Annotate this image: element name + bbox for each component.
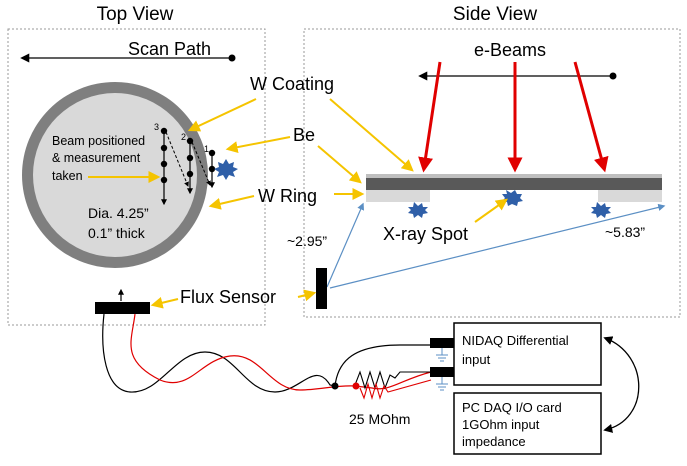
w-coating-label: W Coating xyxy=(250,74,334,94)
scan-column-1 xyxy=(208,149,216,189)
beam-note-line2: & measurement xyxy=(52,151,141,165)
flux-sensor-arrow-top xyxy=(150,296,179,309)
flux-sensor-top xyxy=(95,302,150,314)
scan-number-3: 3 xyxy=(154,122,159,132)
xray-spot-side-center-icon xyxy=(502,190,523,206)
top-view-title: Top View xyxy=(97,4,174,25)
flux-sensor-side xyxy=(316,268,327,309)
xray-spot-top-icon xyxy=(214,159,238,180)
box-link-arrow xyxy=(603,336,640,433)
scan-column-2 xyxy=(186,137,194,195)
junction-black xyxy=(331,382,339,390)
nidaq-line2: input xyxy=(462,352,491,367)
beam-note-line3: taken xyxy=(52,169,83,183)
ebeam-left xyxy=(418,61,442,173)
xray-spot-side-right-icon xyxy=(591,202,611,218)
top-view-frame xyxy=(7,28,266,326)
dia-line2: 0.1” thick xyxy=(88,225,146,241)
dist-right-label: ~5.83” xyxy=(605,224,645,240)
w-coating-layer xyxy=(366,174,662,178)
nidaq-line1: NIDAQ Differential xyxy=(462,333,569,348)
flux-sensor-arrow-side xyxy=(297,289,317,302)
ground-symbol-top xyxy=(436,348,448,362)
beam-note-line1: Beam positioned xyxy=(52,134,145,148)
be-disk xyxy=(33,93,197,257)
xray-spot-arrow xyxy=(474,198,508,223)
connector-top xyxy=(430,338,454,348)
connector-bottom xyxy=(430,367,454,377)
ebeams-label: e-Beams xyxy=(474,40,546,60)
resistor-zigzag-top xyxy=(354,370,431,390)
scan-diagonals xyxy=(165,131,211,187)
scan-number-2: 2 xyxy=(181,132,186,142)
flux-sensor-label: Flux Sensor xyxy=(180,287,276,307)
scan-column-3 xyxy=(160,127,168,206)
scan-path-start-dot xyxy=(228,54,236,62)
side-view-title: Side View xyxy=(453,4,537,25)
resistor-zigzag-bottom xyxy=(359,379,432,401)
be-arrow-top xyxy=(225,136,291,154)
junction-red xyxy=(352,382,360,390)
be-layer xyxy=(366,178,662,190)
w-ring-label: W Ring xyxy=(258,186,317,206)
xray-spot-side-left-icon xyxy=(408,202,428,218)
xray-spot-label: X-ray Spot xyxy=(383,224,468,244)
scan-number-1: 1 xyxy=(204,144,209,154)
pcdaq-line3: impedance xyxy=(462,434,526,449)
ground-symbol-bottom xyxy=(436,377,448,391)
side-scan-start-dot xyxy=(609,72,617,80)
dist-left-label: ~2.95” xyxy=(287,233,327,249)
be-label: Be xyxy=(293,125,315,145)
pcdaq-line1: PC DAQ I/O card xyxy=(462,400,562,415)
pcdaq-box xyxy=(453,392,602,455)
ebeam-right xyxy=(573,61,609,173)
be-arrow-side xyxy=(317,145,362,184)
pcdaq-line2: 1GOhm input xyxy=(462,417,540,432)
w-ring-right xyxy=(598,190,662,202)
dia-line1: Dia. 4.25” xyxy=(88,205,149,221)
wire-red xyxy=(130,313,432,391)
dist-line-left xyxy=(326,202,365,288)
nidaq-box xyxy=(453,322,602,386)
w-ring-arrow-top xyxy=(208,195,255,210)
scan-path-label: Scan Path xyxy=(128,39,211,59)
side-view-frame xyxy=(303,28,681,318)
resistor-label: 25 MOhm xyxy=(349,411,410,427)
w-ring-left xyxy=(366,190,430,202)
w-coating-arrow-side xyxy=(329,98,414,172)
wire-black xyxy=(102,313,431,393)
dist-line-right xyxy=(329,203,666,289)
w-coating-arrow-top xyxy=(187,98,257,132)
